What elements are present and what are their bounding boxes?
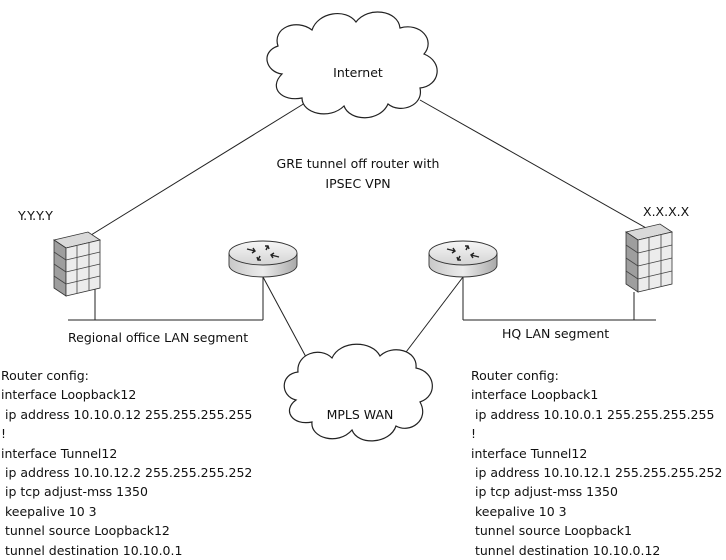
hq-router-config: Router config: interface Loopback1 ip add… bbox=[471, 366, 722, 560]
config-line: keepalive 10 3 bbox=[1, 503, 97, 519]
mpls-wan-label: MPLS WAN bbox=[327, 407, 394, 422]
regional-router-icon bbox=[228, 240, 298, 278]
config-line: ip address 10.10.0.12 255.255.255.255 bbox=[1, 406, 253, 422]
mpls-wan-cloud-icon bbox=[283, 343, 433, 442]
link-internet-hq-firewall bbox=[419, 99, 663, 238]
hq-router-icon bbox=[428, 240, 498, 278]
config-line: ! bbox=[471, 426, 477, 442]
config-line: keepalive 10 3 bbox=[471, 503, 567, 519]
hq-ip-label: X.X.X.X bbox=[643, 204, 690, 219]
config-line: tunnel destination 10.10.0.12 bbox=[471, 542, 661, 558]
config-line: interface Loopback12 bbox=[1, 387, 137, 403]
regional-firewall-icon bbox=[53, 231, 101, 297]
config-line: Router config: bbox=[471, 368, 559, 383]
config-line: ip tcp adjust-mss 1350 bbox=[471, 484, 618, 500]
regional-ip-label: Y.Y.Y.Y bbox=[17, 208, 53, 223]
gre-note-line-1: GRE tunnel off router with bbox=[277, 156, 440, 171]
config-line: interface Loopback1 bbox=[471, 387, 599, 403]
config-line: ip tcp adjust-mss 1350 bbox=[1, 484, 148, 500]
link-hq-router-mpls bbox=[399, 276, 464, 361]
regional-router-config: Router config: interface Loopback12 ip ad… bbox=[1, 366, 252, 560]
hq-firewall-icon bbox=[625, 223, 673, 293]
config-line: ! bbox=[1, 426, 7, 442]
internet-cloud-icon bbox=[266, 11, 438, 119]
config-line: tunnel destination 10.10.0.1 bbox=[1, 542, 183, 558]
internet-label: Internet bbox=[333, 65, 383, 80]
link-internet-regional-firewall bbox=[69, 102, 306, 249]
config-line: ip address 10.10.0.1 255.255.255.255 bbox=[471, 406, 715, 422]
config-line: ip address 10.10.12.1 255.255.255.252 bbox=[471, 464, 723, 480]
hq-lan-label: HQ LAN segment bbox=[502, 326, 609, 341]
regional-lan-label: Regional office LAN segment bbox=[68, 330, 248, 345]
config-line: interface Tunnel12 bbox=[471, 445, 588, 461]
config-line: Router config: bbox=[1, 368, 89, 383]
config-line: tunnel source Loopback12 bbox=[1, 523, 170, 539]
config-line: interface Tunnel12 bbox=[1, 445, 118, 461]
link-regional-router-mpls bbox=[262, 276, 314, 371]
config-line: ip address 10.10.12.2 255.255.255.252 bbox=[1, 464, 253, 480]
gre-note-line-2: IPSEC VPN bbox=[325, 176, 390, 191]
config-line: tunnel source Loopback1 bbox=[471, 523, 632, 539]
